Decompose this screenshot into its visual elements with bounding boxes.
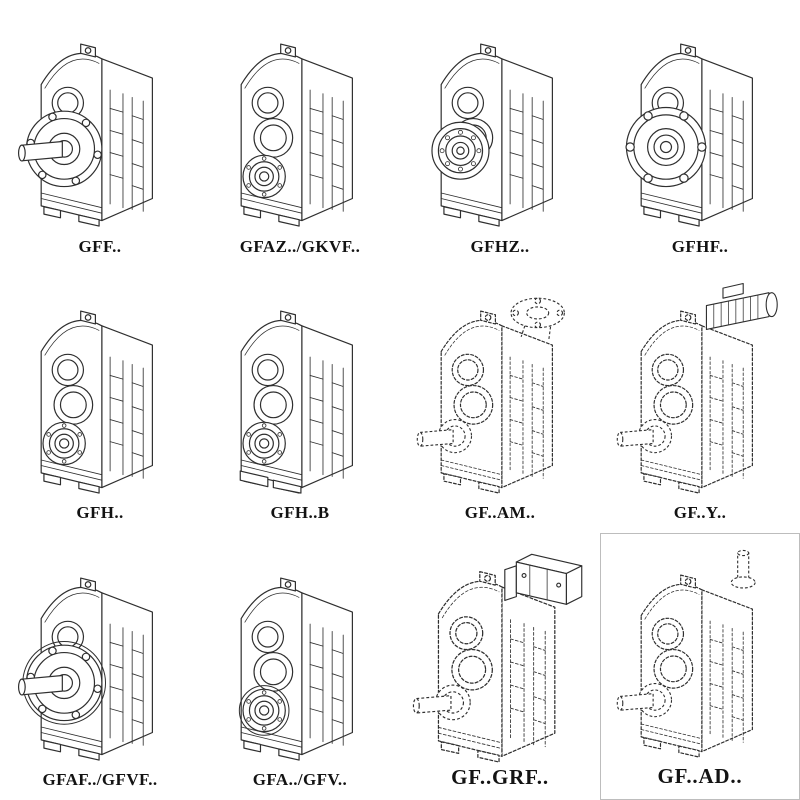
catalog-cell-gfaf-gfvf: GFAF../GFVF..	[0, 533, 200, 800]
gearbox-drawing-hollow-shaft	[202, 4, 398, 235]
catalog-cell-gfhz: GFHZ..	[400, 0, 600, 267]
catalog-cell-gf-am: GF..AM..	[400, 267, 600, 534]
gearbox-drawing-phantom-motor	[602, 271, 798, 502]
gearbox-drawing-hollow-shaft	[2, 271, 198, 502]
model-label-gfaz-gkvf: GFAZ../GKVF..	[239, 236, 361, 256]
model-label-gf-ad: GF..AD..	[657, 763, 743, 788]
catalog-cell-gfhf: GFHF..	[600, 0, 800, 267]
gearbox-drawing-hollow-flange	[602, 4, 798, 235]
model-label-gfhz: GFHZ..	[470, 236, 530, 256]
model-label-gfaf-gfvf: GFAF../GFVF..	[42, 769, 158, 789]
model-label-gfh-b: GFH..B	[270, 503, 330, 523]
gearbox-drawing-phantom-adapter	[402, 537, 598, 763]
model-label-gfa-gfv: GFA../GFV..	[252, 769, 348, 789]
catalog-cell-gf-y: GF..Y..	[600, 267, 800, 534]
model-label-gfh: GFH..	[76, 503, 124, 523]
model-label-gfhf: GFHF..	[671, 236, 729, 256]
gearbox-drawing-hollow-flange-ring	[202, 537, 398, 768]
catalog-cell-gfh: GFH..	[0, 267, 200, 534]
model-label-gf-grf: GF..GRF..	[451, 764, 549, 789]
gearbox-drawing-bearing-output	[402, 4, 598, 235]
gearbox-drawing-hollow-shaft-feet	[202, 271, 398, 502]
model-label-gf-am: GF..AM..	[464, 503, 536, 523]
catalog-cell-gfa-gfv: GFA../GFV..	[200, 533, 400, 800]
model-label-gff: GFF..	[78, 236, 122, 256]
catalog-cell-gf-ad: GF..AD..	[600, 533, 800, 800]
model-label-gf-y: GF..Y..	[673, 503, 727, 523]
catalog-cell-gfh-b: GFH..B	[200, 267, 400, 534]
gearbox-drawing-phantom-input-flange	[402, 271, 598, 502]
gearbox-drawing-flange-shaft-large	[2, 537, 198, 768]
gearbox-drawing-flange-shaft	[2, 4, 198, 235]
catalog-cell-gf-grf: GF..GRF..	[400, 533, 600, 800]
catalog-cell-gfaz-gkvf: GFAZ../GKVF..	[200, 0, 400, 267]
catalog-cell-gff: GFF..	[0, 0, 200, 267]
gearbox-drawing-phantom-top-shaft	[603, 538, 797, 762]
